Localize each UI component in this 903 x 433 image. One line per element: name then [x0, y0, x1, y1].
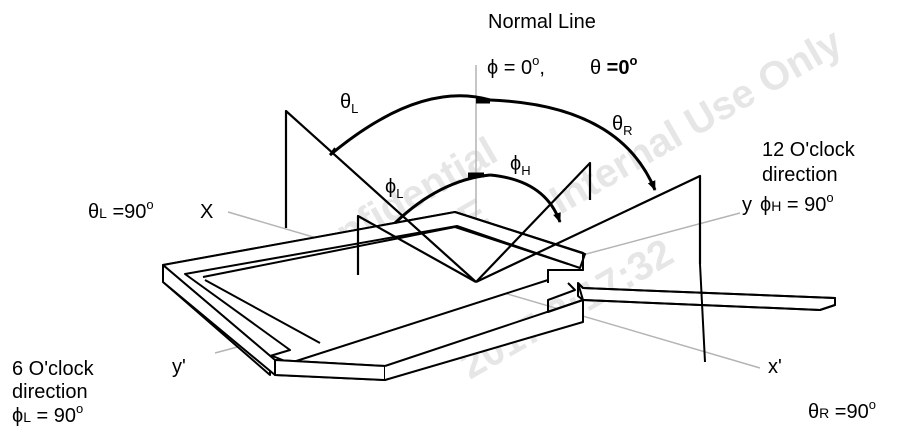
drop-lines	[699, 263, 706, 363]
phi-L-arc-label: ϕL	[385, 176, 403, 201]
arc-phi-H	[489, 173, 562, 223]
phi-H-arc-label: ϕH	[510, 153, 531, 178]
theta-zero-label: θ =0o	[590, 53, 637, 79]
theta-R-90-label: θR =90o	[808, 397, 876, 423]
clock-12-line-1: 12 O'clock	[762, 139, 856, 161]
triangle-right	[475, 174, 702, 283]
phi-L-90-label: ϕL = 90o	[12, 401, 83, 427]
y-axis-label: y	[742, 194, 752, 216]
panel-front-right	[384, 299, 584, 381]
view-triangles	[284, 109, 702, 283]
triangle-top	[475, 161, 592, 283]
panel-back-edge	[454, 211, 584, 283]
phi-H-90-label: ϕH = 90o	[760, 190, 834, 216]
drop-line-right	[699, 263, 706, 363]
clock-6-line-2: direction	[12, 381, 88, 403]
clock-6-line-1: 6 O'clock	[12, 358, 95, 380]
theta-L-90-label: θL =90o	[88, 197, 154, 223]
arc-theta-L	[329, 94, 491, 157]
panel-frame	[162, 211, 836, 381]
triangle-bottom	[356, 214, 477, 283]
theta-R-arc-label: θR	[612, 113, 633, 138]
theta-L-arc-label: θL	[340, 91, 358, 116]
clock-12-line-2: direction	[762, 164, 838, 186]
arc-theta-L-tip	[329, 147, 336, 156]
arc-theta-R	[489, 98, 657, 191]
panel-tab-outline	[577, 282, 836, 311]
phi-zero-label: ϕ = 0o,	[487, 53, 545, 79]
panel-notch	[547, 282, 584, 313]
panel-inner-edge	[202, 226, 569, 278]
labels: Normal Line ϕ = 0o, θ =0o θL θR ϕH ϕL θL…	[12, 11, 876, 427]
triangle-left	[284, 109, 477, 283]
panel-inner-left	[204, 279, 321, 344]
x-prime-label: x'	[768, 356, 782, 378]
y-prime-label: y'	[172, 356, 186, 378]
normal-line-label: Normal Line	[488, 11, 596, 33]
panel-front-edge	[274, 359, 386, 381]
x-axis-label: X	[200, 201, 213, 223]
